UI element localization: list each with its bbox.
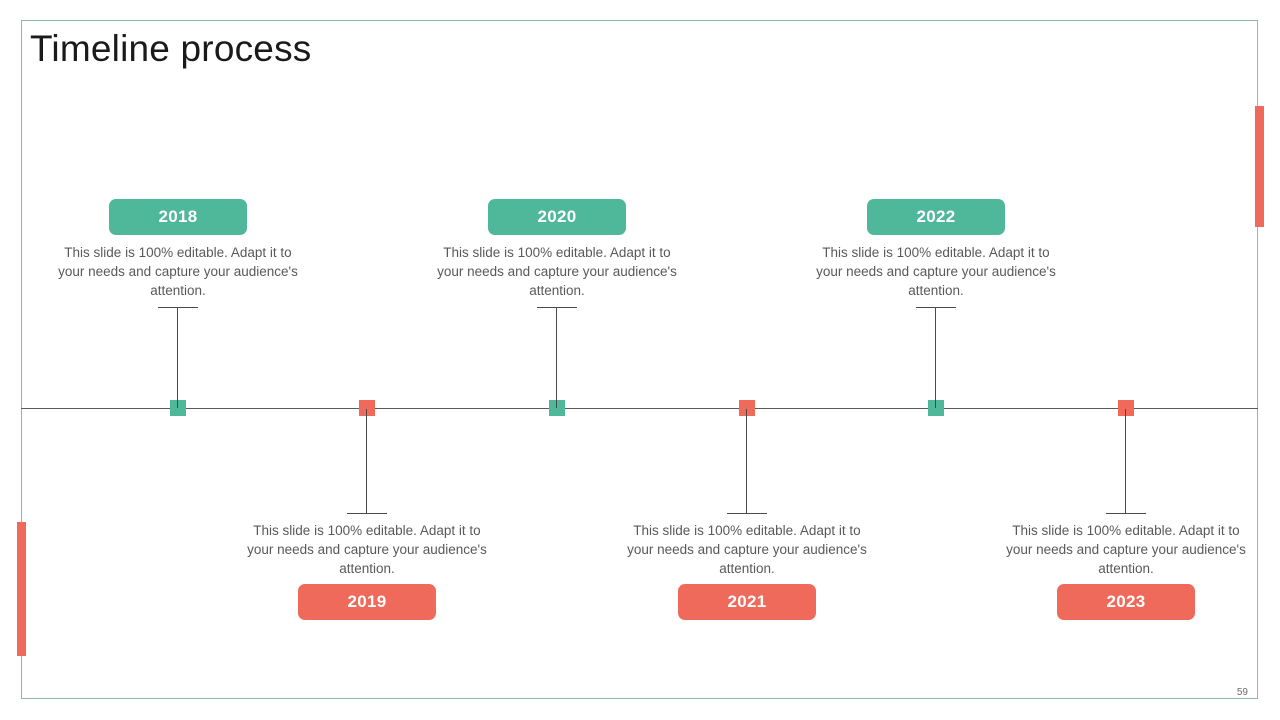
timeline-connector-2019 [347,409,387,514]
timeline-description-2022: This slide is 100% editable. Adapt it to… [816,245,1056,298]
year-badge-2018[interactable]: 2018 [109,199,247,235]
timeline-marker-2022 [928,400,944,416]
year-badge-2022[interactable]: 2022 [867,199,1005,235]
timeline-axis [21,408,1258,409]
connector-cap [537,307,577,308]
page-title: Timeline process [30,28,312,69]
page-number: 59 [1236,687,1248,698]
timeline-marker-2020 [549,400,565,416]
timeline-marker-2018 [170,400,186,416]
accent-bar-right [1255,106,1264,227]
timeline-connector-2020 [537,307,577,408]
timeline-description-2021: This slide is 100% editable. Adapt it to… [627,523,867,576]
connector-stem [746,409,747,514]
timeline-description-2019: This slide is 100% editable. Adapt it to… [247,523,487,576]
timeline-connector-2021 [727,409,767,514]
timeline-marker-2019 [359,400,375,416]
connector-cap [916,307,956,308]
connector-stem [935,307,936,408]
connector-stem [1125,409,1126,514]
timeline-connector-2022 [916,307,956,408]
timeline-description-2018: This slide is 100% editable. Adapt it to… [58,245,298,298]
timeline-connector-2023 [1106,409,1146,514]
year-badge-2019[interactable]: 2019 [298,584,436,620]
connector-stem [177,307,178,408]
connector-cap [727,513,767,514]
connector-stem [556,307,557,408]
timeline-description-2023: This slide is 100% editable. Adapt it to… [1006,523,1246,576]
year-badge-2021[interactable]: 2021 [678,584,816,620]
connector-cap [347,513,387,514]
timeline-marker-2021 [739,400,755,416]
timeline-marker-2023 [1118,400,1134,416]
connector-cap [158,307,198,308]
connector-cap [1106,513,1146,514]
year-badge-2023[interactable]: 2023 [1057,584,1195,620]
accent-bar-left [17,522,26,656]
timeline-connector-2018 [158,307,198,408]
connector-stem [366,409,367,514]
timeline-description-2020: This slide is 100% editable. Adapt it to… [437,245,677,298]
year-badge-2020[interactable]: 2020 [488,199,626,235]
